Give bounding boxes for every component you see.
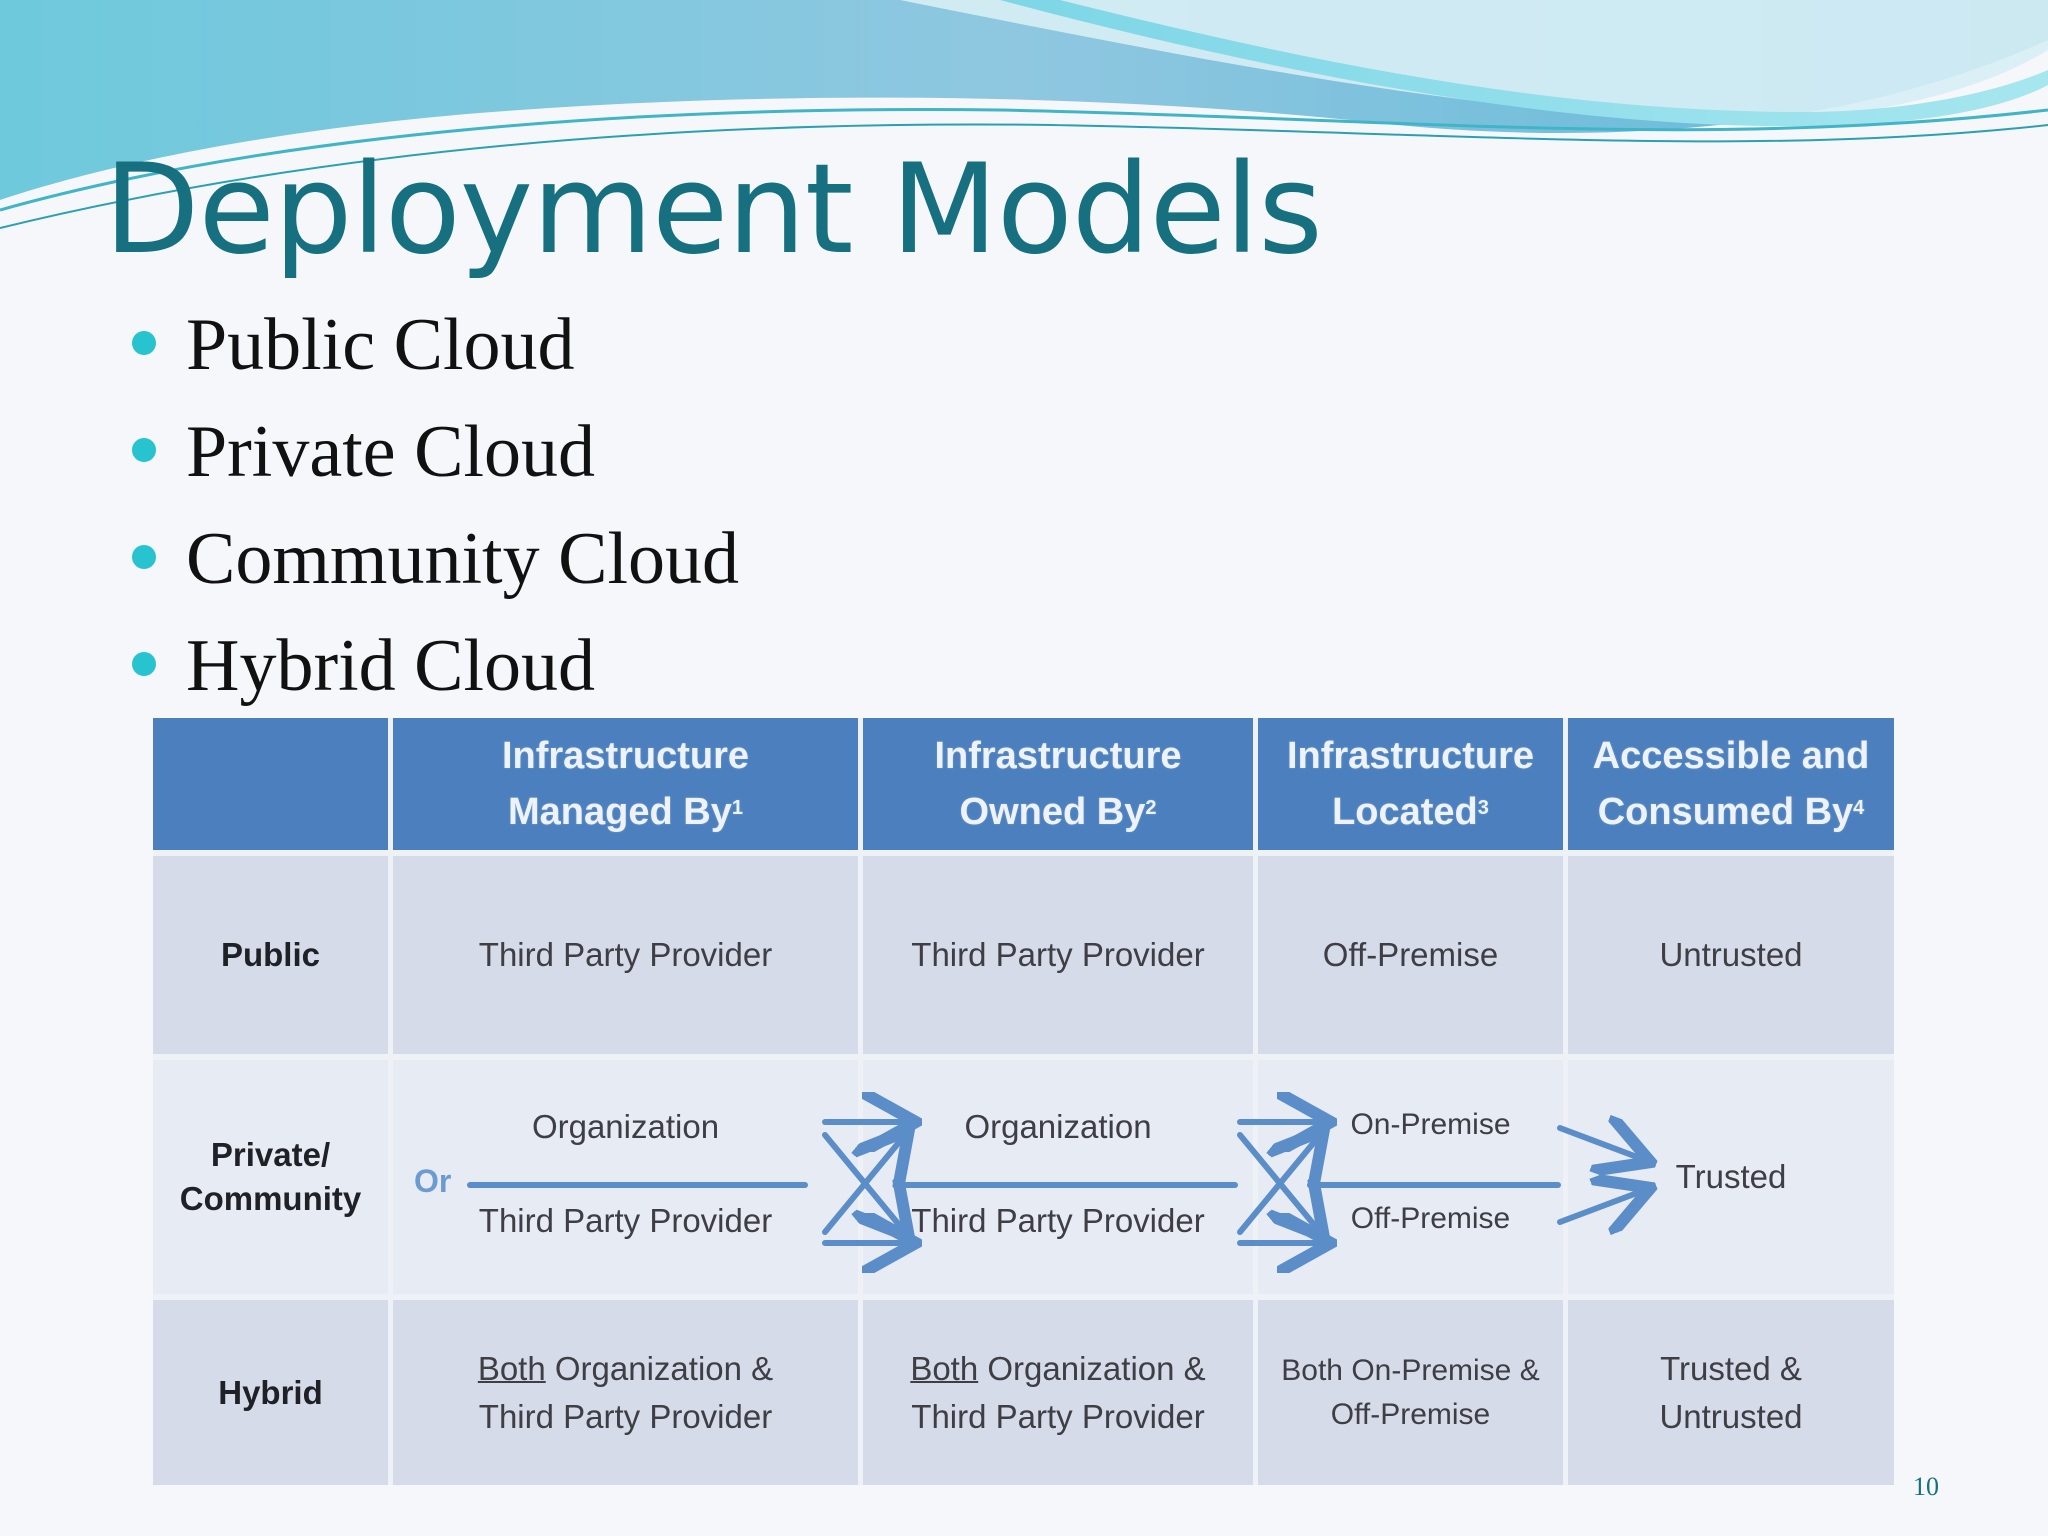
bullet-dot-icon <box>132 331 156 355</box>
private-owned-top: Organization <box>964 1107 1152 1145</box>
header-wave-decoration <box>0 0 2048 229</box>
public-managed-cell: Third Party Provider <box>393 850 863 1054</box>
bullet-text: Hybrid Cloud <box>186 625 596 707</box>
hybrid-located-cell: Both On-Premise &Off-Premise <box>1258 1294 1568 1485</box>
page-title: Deployment Models <box>104 138 1323 282</box>
bullet-private-cloud: Private Cloud <box>130 407 739 514</box>
hybrid-owned-cell: Both Organization &Third Party Provider <box>863 1294 1258 1485</box>
header-empty <box>153 718 393 850</box>
private-located-bottom: Off-Premise <box>1350 1201 1511 1235</box>
table-row-hybrid: Hybrid Both Organization &Third Party Pr… <box>153 1294 1894 1485</box>
hybrid-consumed-cell: Trusted &Untrusted <box>1568 1294 1894 1485</box>
private-consumed-cell: Trusted <box>1568 1053 1894 1295</box>
public-located-cell: Off-Premise <box>1258 850 1568 1054</box>
row-label-public: Public <box>153 850 393 1054</box>
or-label: Or <box>414 1163 452 1199</box>
private-owned-bottom: Third Party Provider <box>911 1201 1205 1239</box>
table-row-private-community: Private/Community Organization Third Par… <box>153 1053 1894 1295</box>
bullet-text: Community Cloud <box>186 518 740 600</box>
bullet-list: Public Cloud Private Cloud Community Clo… <box>130 300 739 728</box>
row-label-hybrid: Hybrid <box>153 1294 393 1485</box>
public-owned-cell: Third Party Provider <box>863 850 1258 1054</box>
bullet-dot-icon <box>132 545 156 569</box>
bullet-public-cloud: Public Cloud <box>130 300 739 407</box>
table-row-public: Public Third Party Provider Third Party … <box>153 850 1894 1054</box>
bullet-text: Private Cloud <box>186 411 596 493</box>
bullet-community-cloud: Community Cloud <box>130 514 739 621</box>
private-managed-top: Organization <box>531 1107 720 1145</box>
bullet-text: Public Cloud <box>186 304 575 386</box>
private-managed-bottom: Third Party Provider <box>478 1201 773 1239</box>
private-owned-cell: Organization Third Party Provider <box>863 1053 1258 1295</box>
hybrid-managed-cell: Both Organization &Third Party Provider <box>393 1294 863 1485</box>
private-located-cell: On-Premise Off-Premise <box>1258 1053 1568 1295</box>
slide-number: 10 <box>1913 1472 1939 1501</box>
private-located-top: On-Premise <box>1350 1107 1511 1141</box>
row-label-private-community: Private/Community <box>153 1053 393 1295</box>
bullet-dot-icon <box>132 438 156 462</box>
bullet-hybrid-cloud: Hybrid Cloud <box>130 621 739 728</box>
bullet-dot-icon <box>132 652 156 676</box>
public-consumed-cell: Untrusted <box>1568 850 1894 1054</box>
private-managed-cell: Organization Third Party Provider <box>393 1053 863 1295</box>
